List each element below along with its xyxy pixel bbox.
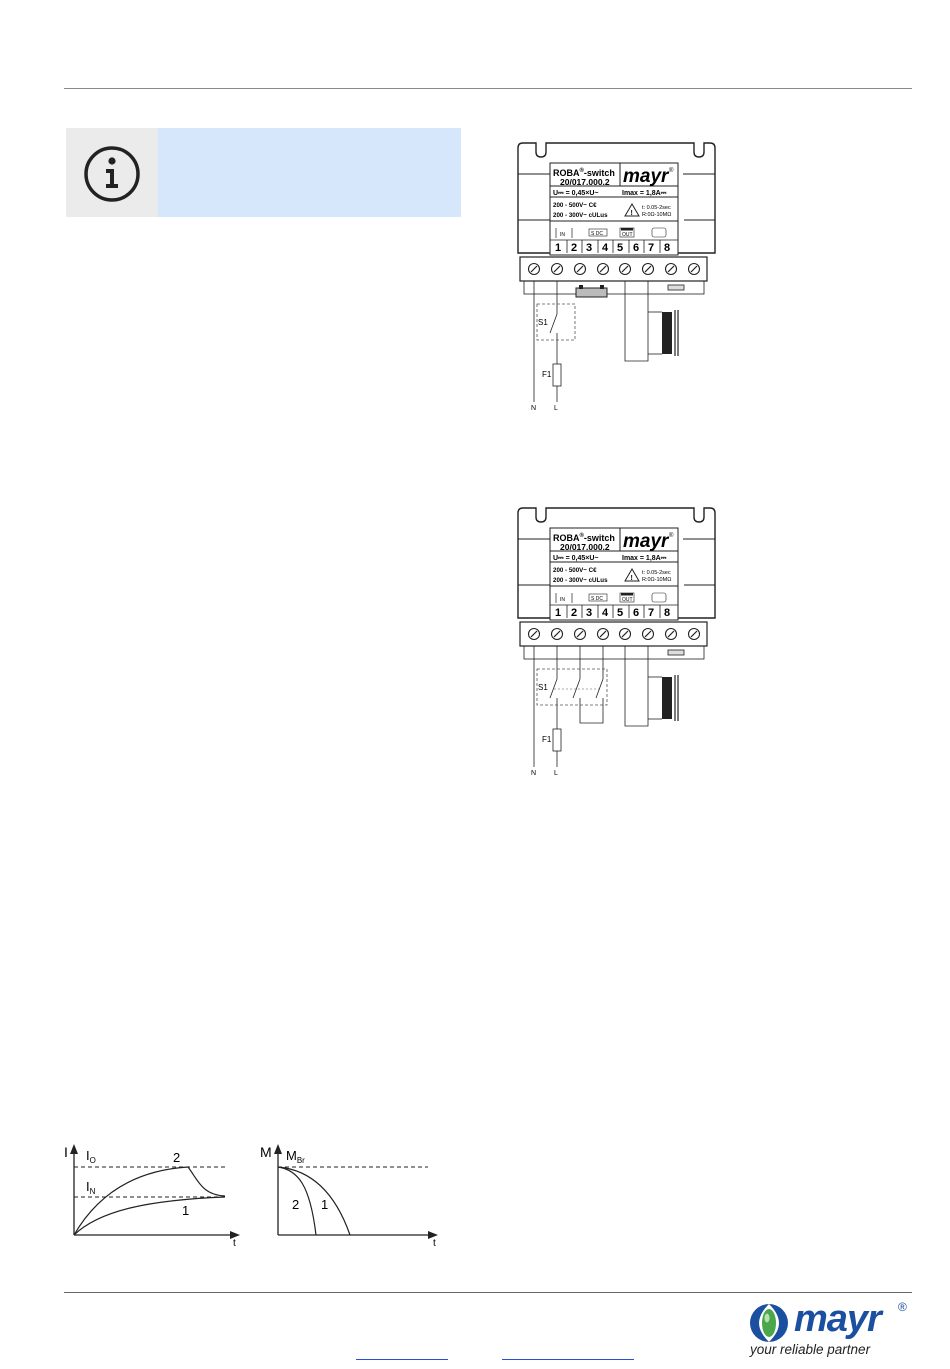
header-rule	[64, 88, 912, 89]
current-curve-chart: I IO IN 2 1 t	[60, 1140, 250, 1250]
plate-product: ROBA®-switch	[553, 532, 615, 543]
current-in-label: IN	[86, 1179, 96, 1196]
term-out-label: OUT	[622, 232, 633, 238]
svg-text:8: 8	[664, 242, 670, 254]
term-sdc-label: S DC	[591, 596, 603, 602]
terminal-numbers: 1 2 3 4 5 6 7 8	[555, 242, 670, 254]
current-curve-1-label: 1	[182, 1203, 189, 1218]
svg-text:3: 3	[586, 242, 592, 254]
plate-brand: mayr	[623, 166, 670, 187]
svg-text:8: 8	[664, 607, 670, 619]
svg-text:1: 1	[555, 607, 561, 619]
plate-resistance: R:0Ω-10MΩ	[642, 577, 671, 583]
switch-label: S1	[538, 318, 548, 327]
neutral-label: N	[531, 405, 536, 412]
switch-label: S1	[538, 683, 548, 692]
svg-text:2: 2	[571, 242, 577, 254]
fuse-label: F1	[542, 370, 552, 379]
plate-range-ul: 200 - 300V~ ᴄULus	[553, 577, 608, 584]
svg-text:2: 2	[571, 607, 577, 619]
svg-text:3: 3	[586, 607, 592, 619]
svg-text:1: 1	[555, 242, 561, 254]
plate-range-ul: 200 - 300V~ ᴄULus	[553, 212, 608, 219]
torque-curve-2-label: 2	[292, 1197, 299, 1212]
plate-imax: Imax = 1,8A⎓	[622, 190, 667, 197]
fuse-label: F1	[542, 735, 552, 744]
current-x-axis-label: t	[233, 1238, 236, 1249]
plate-voltage-ratio: U⎓ = 0,45×U~	[553, 190, 598, 197]
footer-link-2[interactable]	[502, 1359, 634, 1360]
current-curve-2	[73, 1166, 226, 1236]
plate-timing: t: 0.05-2sec	[642, 570, 671, 576]
svg-text:4: 4	[602, 607, 609, 619]
svg-text:6: 6	[633, 607, 639, 619]
svg-text:5: 5	[617, 242, 623, 254]
plate-range-ce: 200 - 500V~ C€	[553, 567, 597, 574]
warning-icon	[624, 568, 640, 582]
mayr-logo: mayr ® your reliable partner	[748, 1298, 913, 1362]
term-out-label: OUT	[622, 597, 633, 603]
svg-text:4: 4	[602, 242, 609, 254]
torque-y-axis-label: M	[260, 1144, 272, 1160]
svg-text:7: 7	[648, 607, 654, 619]
term-sdc-label: S DC	[591, 231, 603, 237]
svg-text:6: 6	[633, 242, 639, 254]
plate-part-number: 20/017.000.2	[560, 542, 610, 552]
wiring-diagram-1: ROBA®-switch 20/017.000.2 mayr ® U⎓ = 0,…	[512, 140, 722, 415]
mayr-logo-mark-icon	[750, 1304, 788, 1342]
svg-text:!: !	[631, 210, 633, 217]
line-label: L	[554, 405, 558, 412]
warning-icon	[624, 203, 640, 217]
plate-brand-reg: ®	[669, 532, 674, 539]
mayr-tagline: your reliable partner	[750, 1342, 871, 1357]
info-circle-icon	[84, 146, 140, 202]
plate-timing: t: 0.05-2sec	[642, 205, 671, 211]
svg-text:5: 5	[617, 607, 623, 619]
current-curve-2-label: 2	[173, 1150, 180, 1165]
plate-resistance: R:0Ω-10MΩ	[642, 212, 671, 218]
plate-voltage-ratio: U⎓ = 0,45×U~	[553, 555, 598, 562]
torque-curve-1	[277, 1166, 351, 1236]
plate-imax: Imax = 1,8A⎓	[622, 555, 667, 562]
term-in-label: IN	[560, 597, 565, 603]
neutral-label: N	[531, 770, 536, 777]
torque-curve-chart: M MBr 2 1 t	[258, 1140, 448, 1250]
plate-brand-reg: ®	[669, 167, 674, 174]
torque-x-axis-label: t	[433, 1238, 436, 1249]
torque-mbr-label: MBr	[286, 1148, 305, 1165]
svg-text:!: !	[631, 575, 633, 582]
current-y-axis-label: I	[64, 1144, 68, 1160]
plate-product: ROBA®-switch	[553, 167, 615, 178]
plate-part-number: 20/017.000.2	[560, 177, 610, 187]
torque-curve-1-label: 1	[321, 1197, 328, 1212]
svg-text:7: 7	[648, 242, 654, 254]
terminal-numbers: 1 2 3 4 5 6 7 8	[555, 607, 670, 619]
line-label: L	[554, 770, 558, 777]
mayr-logo-word: mayr	[794, 1298, 882, 1340]
current-io-label: IO	[86, 1148, 96, 1165]
wiring-diagram-2: ROBA®-switch 20/017.000.2 mayr ® U⎓ = 0,…	[512, 505, 722, 780]
plate-brand: mayr	[623, 531, 670, 552]
footer-link-1[interactable]	[356, 1359, 448, 1360]
info-icon-cell	[66, 128, 158, 217]
plate-range-ce: 200 - 500V~ C€	[553, 202, 597, 209]
info-box	[66, 128, 461, 217]
current-curve-1	[73, 1196, 226, 1236]
footer-rule	[64, 1292, 912, 1293]
mayr-logo-reg: ®	[898, 1300, 907, 1314]
term-in-label: IN	[560, 232, 565, 238]
